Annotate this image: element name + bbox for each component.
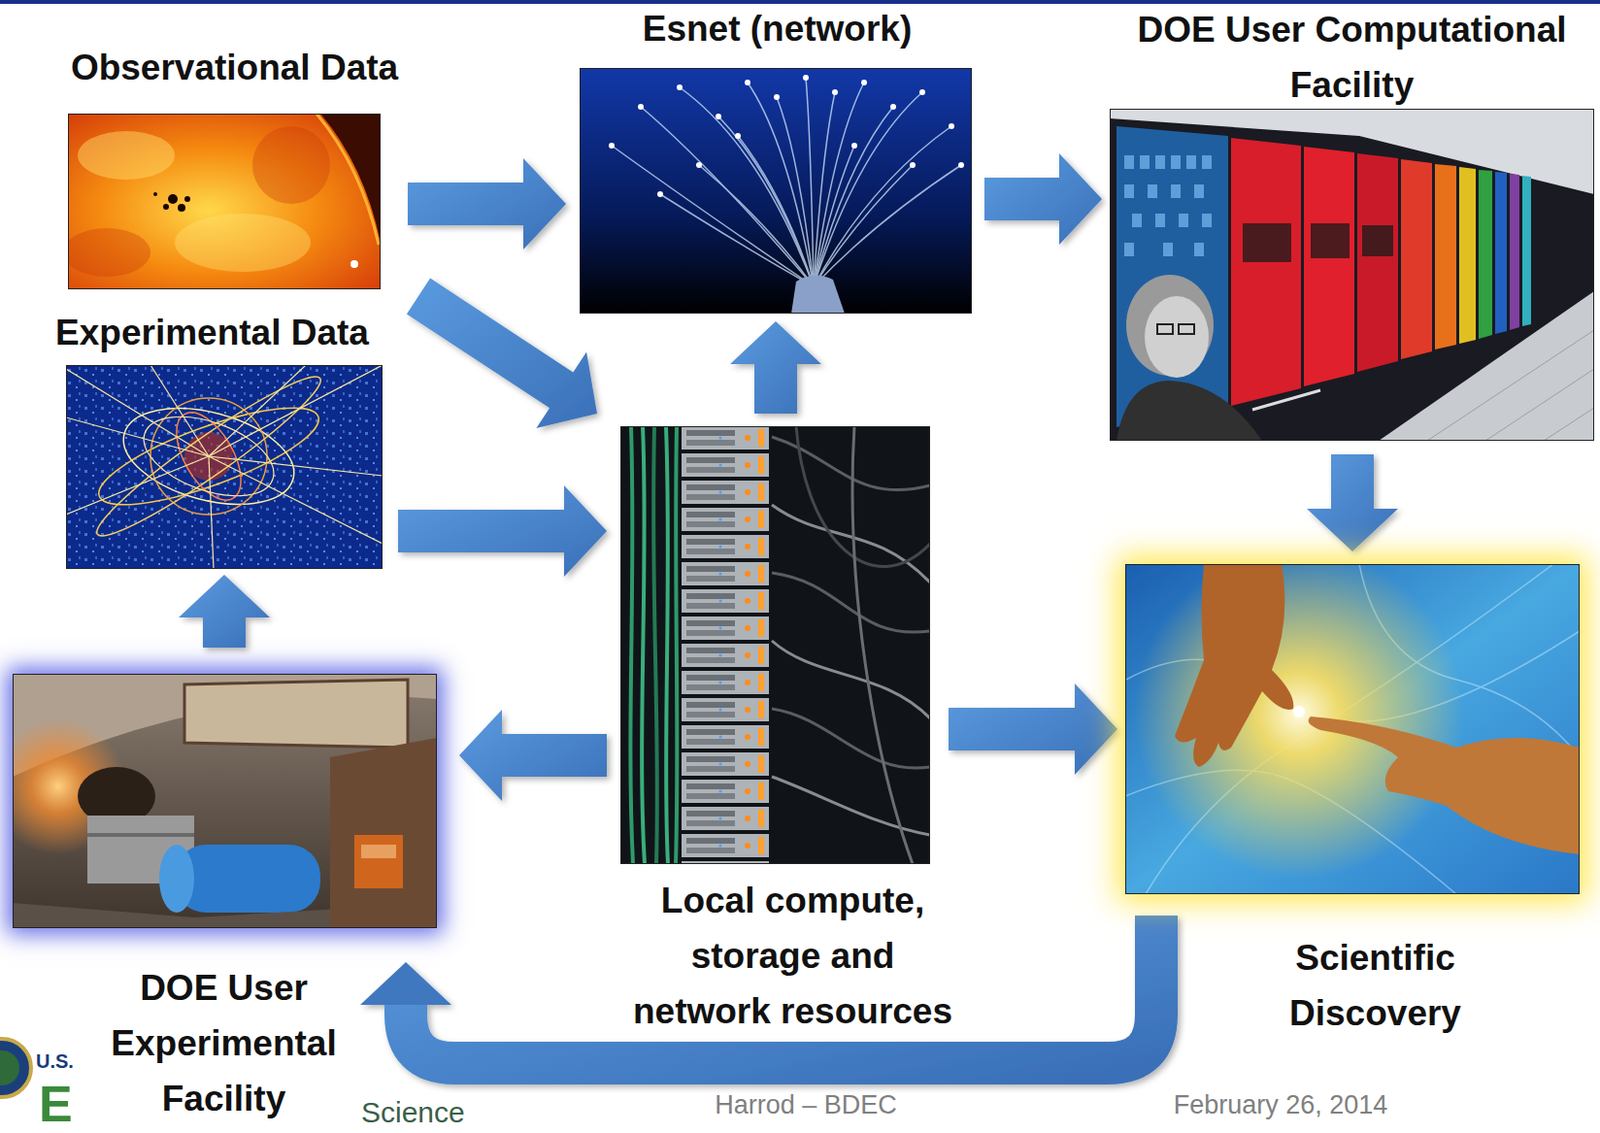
heading-text: Observational Data <box>11 39 459 96</box>
block-arrow <box>406 278 598 430</box>
panel-heading: Esnet (network) <box>573 0 982 57</box>
heading-text: DOE User Experimental Facility <box>98 960 351 1127</box>
arrow-body <box>984 153 1102 245</box>
image-panel: DOE User Experimental Facility <box>12 673 437 929</box>
arrow-body <box>459 709 607 801</box>
block-arrow <box>459 709 607 801</box>
top-rule <box>0 0 1600 4</box>
image-panel: Experimental Data <box>66 365 383 569</box>
heading-text: DOE User Computational Facility <box>1109 1 1596 113</box>
block-arrow <box>178 574 270 648</box>
heading-text: Experimental Data <box>8 304 417 361</box>
arrow-body <box>948 683 1118 775</box>
panel-heading: Observational Data <box>11 39 459 96</box>
accelerator-tunnel-image <box>12 673 437 929</box>
arrow-body <box>406 278 598 430</box>
supercomputer-image <box>1109 108 1595 441</box>
block-arrow <box>730 321 822 414</box>
creation-hands-image <box>1125 564 1580 895</box>
block-arrow <box>398 485 607 577</box>
agency-initials: U.S. <box>35 1049 74 1073</box>
panel-heading: DOE User Computational Facility <box>1109 1 1596 113</box>
block-arrow <box>984 153 1102 245</box>
arrow-body <box>398 485 607 577</box>
heading-text: Scientific Discovery <box>1268 930 1483 1041</box>
server-rack-image <box>620 426 931 865</box>
arrow-body <box>178 574 270 648</box>
block-arrow <box>1306 454 1399 552</box>
heading-text: Local compute, storage and network resou… <box>625 872 961 1039</box>
arrow-body <box>1306 454 1399 552</box>
panel-heading: Experimental Data <box>8 304 417 361</box>
arrow-body <box>730 321 822 414</box>
image-panel: Observational Data <box>67 113 381 290</box>
panel-heading: Local compute, storage and network resou… <box>625 872 961 1039</box>
block-arrow <box>407 158 567 250</box>
panel-heading: DOE User Experimental Facility <box>98 960 351 1127</box>
panel-heading: Scientific Discovery <box>1268 930 1483 1041</box>
arrow-head <box>360 962 452 1005</box>
office-name: Science <box>361 1095 466 1131</box>
agency-seal <box>0 1038 32 1098</box>
image-panel: DOE User Computational Facility <box>1109 108 1595 441</box>
particle-collision-image <box>66 365 383 569</box>
sun-image <box>67 113 381 290</box>
footer-date: February 26, 2014 <box>1173 1089 1389 1121</box>
image-panel: Local compute, storage and network resou… <box>620 426 931 865</box>
block-arrow <box>948 683 1118 775</box>
heading-text: Esnet (network) <box>573 0 982 57</box>
arrow-body <box>407 158 567 250</box>
image-panel: Scientific Discovery <box>1125 564 1580 895</box>
agency-logo-letter: E <box>38 1073 73 1133</box>
footer-author: Harrod – BDEC <box>714 1089 898 1121</box>
image-panel: Esnet (network) <box>579 67 972 314</box>
fiber-optic-image <box>579 67 972 314</box>
